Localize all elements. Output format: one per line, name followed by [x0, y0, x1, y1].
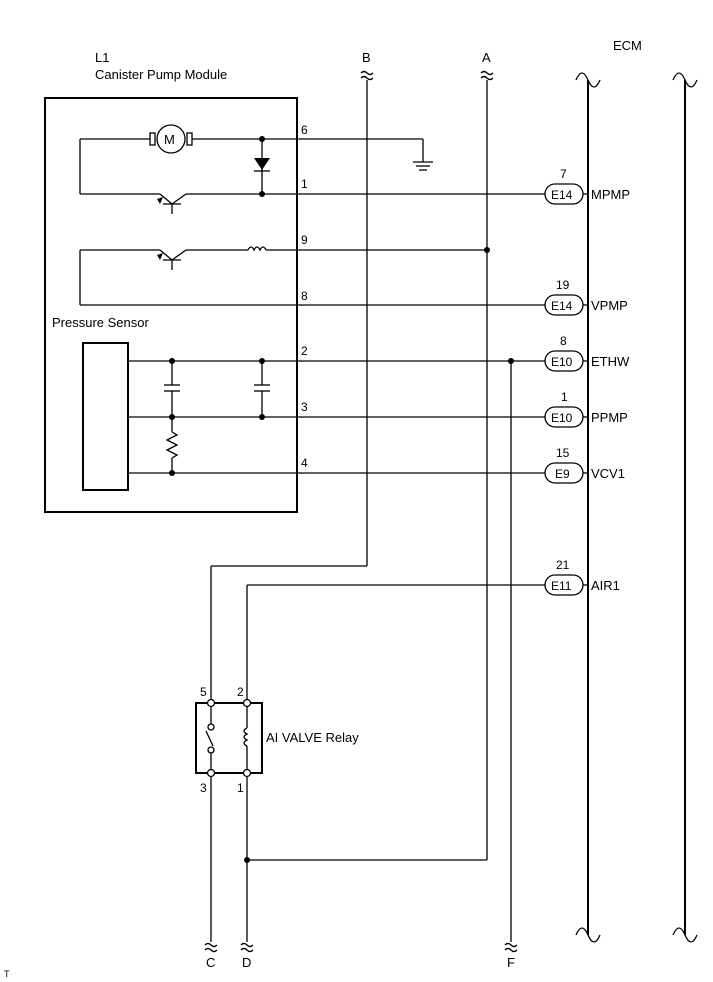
module-pin-6: 6 [301, 123, 308, 137]
ecm-pin-number: 7 [560, 167, 567, 181]
ecm-block: ECM [575, 38, 698, 943]
ecm-signal-name: PPMP [591, 410, 628, 425]
ecm-connector-code: E11 [551, 579, 572, 593]
ecm-connector-air1: 21 E11 AIR1 [544, 558, 620, 596]
ecm-connector-code: E14 [551, 188, 573, 202]
ecm-connector-code: E14 [551, 299, 573, 313]
ecm-pin-number: 8 [560, 334, 567, 348]
ecm-signal-name: MPMP [591, 187, 630, 202]
module-name: Canister Pump Module [95, 67, 227, 82]
wire-label-f: F [507, 955, 515, 970]
ecm-signal-name: VPMP [591, 298, 628, 313]
relay-pin-5: 5 [200, 685, 207, 699]
module-pin-4: 4 [301, 456, 308, 470]
ecm-connector-mpmp: 7 E14 MPMP [544, 167, 630, 205]
relay-pin-1: 1 [237, 781, 244, 795]
module-pin-3: 3 [301, 400, 308, 414]
footer-mark: T [4, 969, 10, 979]
vent-valve-circuit [79, 246, 297, 306]
ecm-connector-vpmp: 19 E14 VPMP [544, 278, 628, 316]
module-pin-labels: 6 1 9 8 2 3 4 [301, 123, 308, 470]
ai-valve-relay: AI VALVE Relay 5 2 3 1 [195, 685, 359, 795]
wire-label-b: B [362, 50, 371, 65]
relay-pin-3: 3 [200, 781, 207, 795]
wire-label-c: C [206, 955, 215, 970]
ecm-connector-ethw: 8 E10 ETHW [544, 334, 630, 372]
ecm-label: ECM [613, 38, 642, 53]
module-pin-2: 2 [301, 344, 308, 358]
break-symbols [204, 70, 518, 953]
ecm-signal-name: VCV1 [591, 466, 625, 481]
pressure-sensor-circuit [82, 342, 297, 491]
ecm-pin-number: 21 [556, 558, 570, 572]
pressure-sensor-label: Pressure Sensor [52, 315, 149, 330]
wire-label-d: D [242, 955, 251, 970]
ecm-connector-code: E9 [555, 467, 570, 481]
wire-label-a: A [482, 50, 491, 65]
ecm-signal-name: AIR1 [591, 578, 620, 593]
relay-pin-2: 2 [237, 685, 244, 699]
external-wires [210, 80, 545, 942]
module-pin-1: 1 [301, 177, 308, 191]
ecm-connector-code: E10 [551, 411, 573, 425]
ecm-pin-number: 15 [556, 446, 570, 460]
motor-symbol: M [164, 132, 175, 147]
module-pin-9: 9 [301, 233, 308, 247]
module-pin-8: 8 [301, 289, 308, 303]
ecm-connector-vcv1: 15 E9 VCV1 [544, 446, 625, 484]
motor-circuit: M [79, 124, 297, 214]
ecm-connector-code: E10 [551, 355, 573, 369]
ecm-signal-name: ETHW [591, 354, 630, 369]
relay-label: AI VALVE Relay [266, 730, 359, 745]
module-code: L1 [95, 50, 109, 65]
ecm-pin-number: 1 [561, 390, 568, 404]
ecm-pin-number: 19 [556, 278, 570, 292]
ecm-connector-ppmp: 1 E10 PPMP [544, 390, 628, 428]
